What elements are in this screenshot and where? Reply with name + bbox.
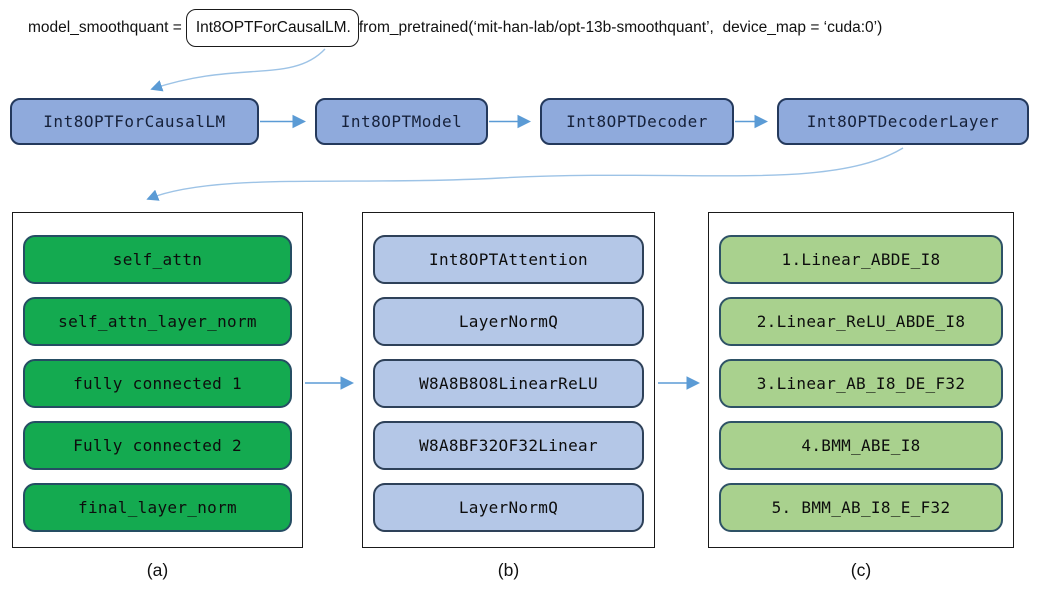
caption-c: (c) bbox=[850, 560, 872, 580]
panel-b: Int8OPTAttention LayerNormQ W8A8B8O8Line… bbox=[362, 212, 655, 548]
node-int8optdecoder: Int8OPTDecoder bbox=[540, 98, 734, 145]
node-layernormq-2: LayerNormQ bbox=[373, 483, 644, 532]
panel-a: self_attn self_attn_layer_norm fully con… bbox=[12, 212, 303, 548]
code-suffix: from_pretrained(‘mit-han-lab/opt-13b-smo… bbox=[358, 19, 883, 36]
node-int8optdecoderlayer: Int8OPTDecoderLayer bbox=[777, 98, 1029, 145]
panel-c: 1.Linear_ABDE_I8 2.Linear_ReLU_ABDE_I8 3… bbox=[708, 212, 1014, 548]
node-final-layer-norm: final_layer_norm bbox=[23, 483, 292, 532]
code-prefix: model_smoothquant = bbox=[28, 19, 182, 36]
node-fully-connected-1: fully connected 1 bbox=[23, 359, 292, 408]
node-int8optmodel: Int8OPTModel bbox=[315, 98, 488, 145]
caption-a: (a) bbox=[146, 560, 169, 580]
node-bmm-ab-i8-e-f32: 5. BMM_AB_I8_E_F32 bbox=[719, 483, 1003, 532]
node-self-attn: self_attn bbox=[23, 235, 292, 284]
node-w8a8bf32of32linear: W8A8BF32OF32Linear bbox=[373, 421, 644, 470]
node-linear-abde-i8: 1.Linear_ABDE_I8 bbox=[719, 235, 1003, 284]
node-linear-ab-i8-de-f32: 3.Linear_AB_I8_DE_F32 bbox=[719, 359, 1003, 408]
node-fully-connected-2: Fully connected 2 bbox=[23, 421, 292, 470]
node-int8optattention: Int8OPTAttention bbox=[373, 235, 644, 284]
node-int8optforcausallm: Int8OPTForCausalLM bbox=[10, 98, 259, 145]
code-highlight-box: Int8OPTForCausalLM. bbox=[185, 9, 359, 47]
arrow-decoderlayer-to-panel-a bbox=[146, 147, 904, 201]
node-self-attn-layer-norm: self_attn_layer_norm bbox=[23, 297, 292, 346]
caption-b: (b) bbox=[497, 560, 520, 580]
arrow-code-to-causallm bbox=[150, 48, 326, 92]
node-bmm-abe-i8: 4.BMM_ABE_I8 bbox=[719, 421, 1003, 470]
code-line: model_smoothquant =Int8OPTForCausalLM.fr… bbox=[28, 6, 882, 50]
node-w8a8b8o8linearrelu: W8A8B8O8LinearReLU bbox=[373, 359, 644, 408]
node-linear-relu-abde-i8: 2.Linear_ReLU_ABDE_I8 bbox=[719, 297, 1003, 346]
node-layernormq-1: LayerNormQ bbox=[373, 297, 644, 346]
